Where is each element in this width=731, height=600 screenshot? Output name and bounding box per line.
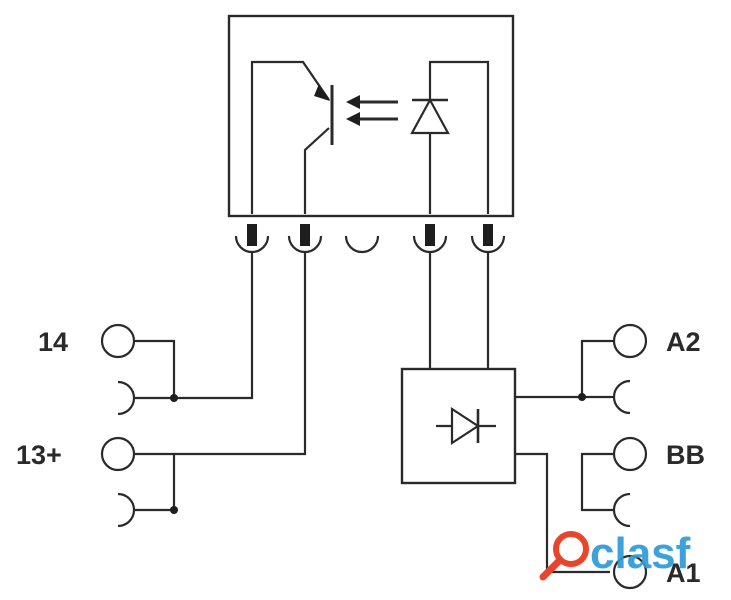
label-a2: A2 bbox=[666, 327, 701, 357]
watermark-logo: clasf bbox=[539, 529, 691, 581]
socket-pin-2 bbox=[287, 224, 323, 254]
watermark-magnifier-icon bbox=[553, 531, 589, 567]
terminal-a2 bbox=[578, 323, 648, 415]
terminal-a1 bbox=[612, 554, 648, 590]
led-diode-symbol bbox=[410, 60, 490, 214]
socket-pin-4 bbox=[470, 224, 506, 254]
label-bb: BB bbox=[666, 440, 705, 470]
wire-rectifier-to-a1 bbox=[515, 452, 610, 574]
light-emission-arrows-icon bbox=[346, 95, 398, 126]
terminal-13 bbox=[100, 436, 178, 528]
watermark-text: clasf bbox=[590, 529, 691, 578]
label-a1: A1 bbox=[666, 558, 701, 588]
phototransistor-symbol bbox=[250, 60, 334, 214]
label-13-plus: 13+ bbox=[16, 440, 62, 470]
socket-pin-empty bbox=[344, 235, 380, 254]
socket-pin-1 bbox=[234, 224, 270, 254]
terminal-bb bbox=[580, 436, 648, 528]
label-14: 14 bbox=[38, 327, 68, 357]
protection-diode-box bbox=[400, 367, 517, 485]
wire-pin1-to-14 bbox=[174, 252, 254, 400]
relay-module-box bbox=[227, 14, 515, 218]
wire-pin2-to-13 bbox=[174, 252, 307, 456]
socket-pin-3 bbox=[412, 224, 448, 254]
terminal-14 bbox=[100, 323, 178, 416]
